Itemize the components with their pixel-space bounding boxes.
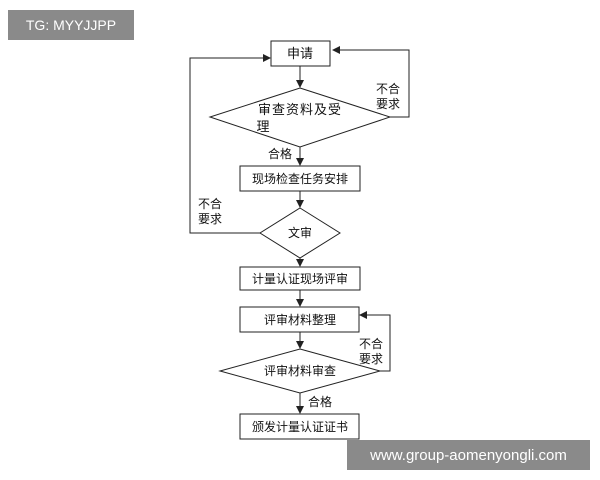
arrowhead-reject-loop-2 <box>263 54 271 62</box>
edge-label-reject-2-line1: 不合 <box>198 196 222 211</box>
arrowhead-materialsreview <box>296 341 304 349</box>
arrowhead-schedule <box>296 158 304 166</box>
node-document-review-label: 文审 <box>288 225 312 240</box>
node-onsite-evaluation-label: 计量认证现场评审 <box>252 271 348 286</box>
edge-label-reject-2-line2: 要求 <box>198 212 222 226</box>
edge-label-pass-2: 合格 <box>308 394 332 409</box>
watermark-bottom-right: www.group-aomenyongli.com <box>347 440 590 470</box>
edge-label-pass-1: 合格 <box>268 146 292 161</box>
connector-reject-loop-1 <box>340 49 410 118</box>
edge-label-reject-1-line1: 不合 <box>376 81 400 96</box>
node-issue-certificate-box <box>239 413 360 440</box>
node-apply-label: 申请 <box>287 47 313 62</box>
node-document-review: 文审 <box>259 207 341 259</box>
edge-label-reject-3-line2: 要求 <box>359 352 383 366</box>
node-organize-materials: 评审材料整理 <box>239 306 360 333</box>
arrowhead-review <box>296 80 304 88</box>
node-apply: 申请 <box>270 40 331 67</box>
node-materials-review-diamond <box>218 348 382 394</box>
connector-reject-loop-3 <box>367 314 391 372</box>
node-review-accept-diamond <box>208 87 392 148</box>
arrowhead-reject-loop-3 <box>359 311 367 319</box>
node-issue-certificate-label: 颁发计量认证证书 <box>252 419 348 434</box>
node-organize-materials-label: 评审材料整理 <box>264 312 336 327</box>
node-review-accept-label-line2: 理 <box>256 120 269 135</box>
node-onsite-evaluation-box <box>239 266 361 291</box>
connector-reject-loop-2 <box>189 57 263 234</box>
arrowhead-docreview <box>296 200 304 208</box>
node-onsite-evaluation: 计量认证现场评审 <box>239 266 361 291</box>
node-document-review-diamond <box>259 207 341 259</box>
edge-label-reject-3-line1: 不合 <box>359 336 383 351</box>
node-issue-certificate: 颁发计量认证证书 <box>239 413 360 440</box>
arrowhead-organize <box>296 299 304 307</box>
node-review-accept: 审查资料及受 理 <box>208 87 392 148</box>
node-materials-review: 评审材料审查 <box>218 348 382 394</box>
node-organize-materials-box <box>239 306 360 333</box>
connectors <box>189 46 410 414</box>
node-schedule-inspection: 现场检查任务安排 <box>239 165 361 192</box>
node-schedule-inspection-label: 现场检查任务安排 <box>252 171 348 186</box>
node-apply-box <box>270 40 331 67</box>
arrowhead-certificate <box>296 406 304 414</box>
node-materials-review-label: 评审材料审查 <box>264 363 336 378</box>
arrowhead-onsite <box>296 259 304 267</box>
edge-labels: 不合 要求 合格 不合 要求 不合 要求 合格 <box>198 81 400 409</box>
watermark-top-left: TG: MYYJJPP <box>8 10 134 40</box>
arrowhead-reject-loop-1 <box>332 46 340 54</box>
node-schedule-inspection-box <box>239 165 361 192</box>
node-review-accept-label-line1: 审查资料及受 <box>258 103 342 118</box>
edge-label-reject-1-line2: 要求 <box>376 97 400 111</box>
